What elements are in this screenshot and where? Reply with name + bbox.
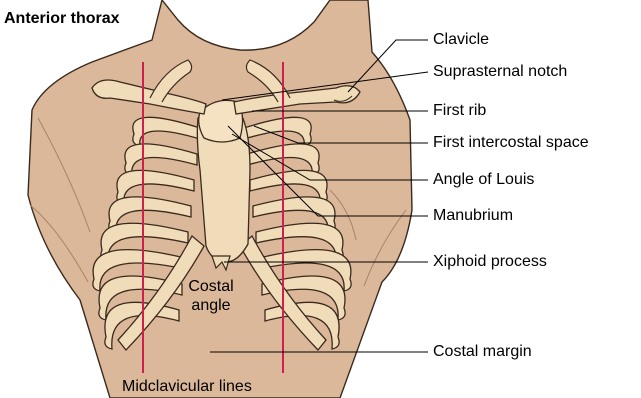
label-midclavicular-lines: Midclavicular lines <box>122 378 252 396</box>
label-manubrium: Manubrium <box>433 207 513 225</box>
label-clavicle: Clavicle <box>433 31 489 49</box>
diagram-title: Anterior thorax <box>4 10 120 28</box>
label-suprasternal-notch: Suprasternal notch <box>433 63 567 81</box>
label-first-intercostal-space: First intercostal space <box>433 134 589 152</box>
label-costal-angle-line2: angle <box>176 296 246 315</box>
label-costal-angle: Costal angle <box>176 277 246 315</box>
label-first-rib: First rib <box>433 102 486 120</box>
label-angle-of-louis: Angle of Louis <box>433 171 534 189</box>
label-costal-angle-line1: Costal <box>176 277 246 296</box>
label-xiphoid-process: Xiphoid process <box>433 253 547 271</box>
label-costal-margin: Costal margin <box>433 343 532 361</box>
